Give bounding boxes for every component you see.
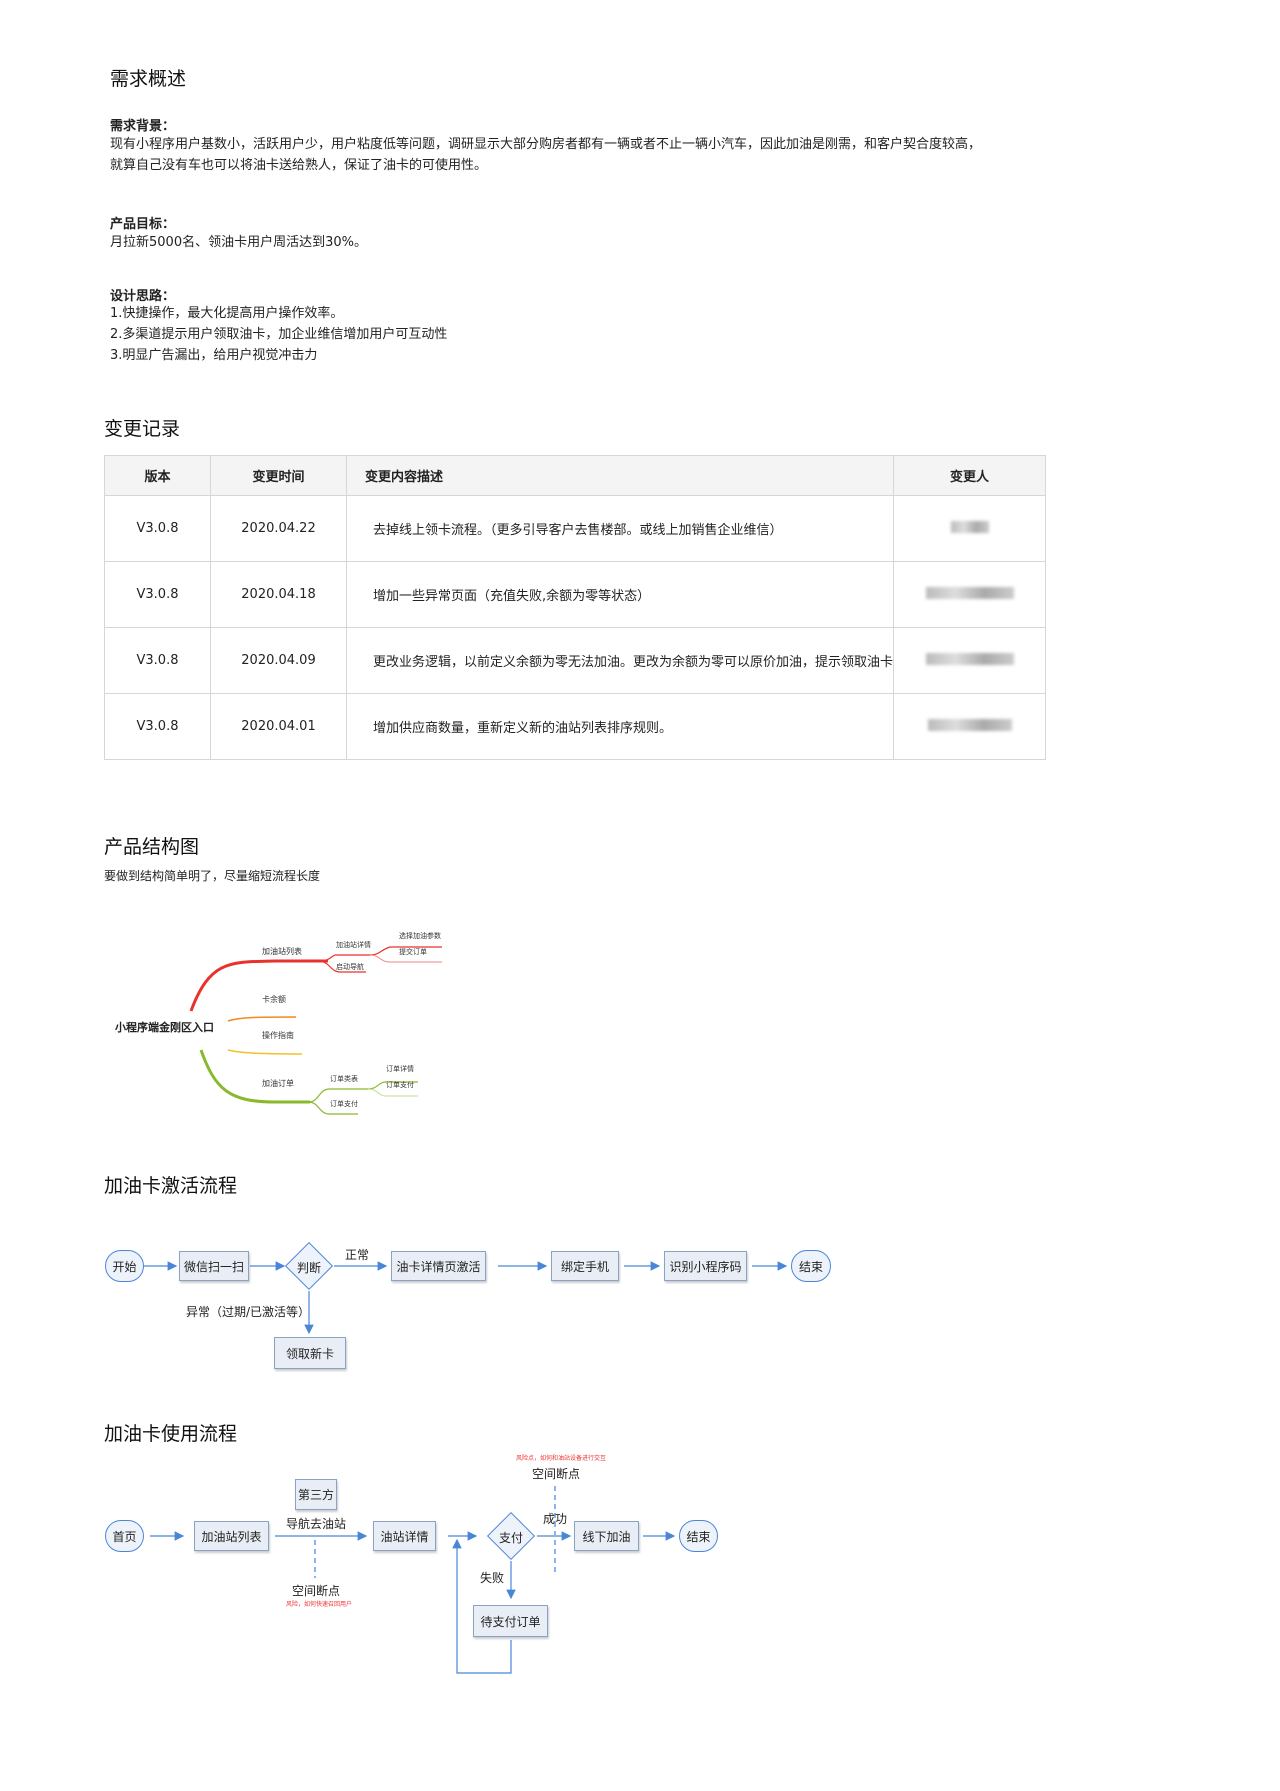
mind-map-node: 加油站列表	[262, 947, 302, 956]
table-header: 版本 变更时间 变更内容描述 变更人	[104, 455, 1046, 496]
flow-home: 首页	[105, 1520, 144, 1552]
goal-text: 月拉新5000名、领油卡用户周活达到30%。	[110, 235, 367, 250]
flow-label-success: 成功	[543, 1512, 568, 1526]
background-label: 需求背景：	[110, 119, 176, 134]
cell-version: V3.0.8	[104, 495, 211, 562]
cell-desc: 增加供应商数量，重新定义新的油站列表排序规则。	[346, 693, 894, 760]
flow-label-nav: 导航去油站	[286, 1517, 347, 1531]
background-line-2: 就算自己没有车也可以将油卡送给熟人，保证了油卡的可使用性。	[110, 158, 488, 173]
flow-decision-label: 判断	[296, 1261, 321, 1275]
mind-map-node: 订单支付	[386, 1081, 414, 1089]
mind-map-node: 卡余额	[262, 995, 286, 1004]
flow-node-activate: 油卡详情页激活	[391, 1251, 486, 1281]
cell-version: V3.0.8	[104, 693, 211, 760]
flow-node-detail: 油站详情	[373, 1521, 436, 1551]
activation-title: 加油卡激活流程	[104, 1175, 238, 1197]
design-item-1: 1.快捷操作，最大化提高用户操作效率。	[110, 306, 344, 321]
flow-node-bind: 绑定手机	[551, 1251, 619, 1281]
cell-author	[893, 495, 1046, 562]
cell-desc: 去掉线上领卡流程。（更多引导客户去售楼部。或线上加销售企业维信）	[346, 495, 894, 562]
flow-label-normal: 正常	[345, 1248, 370, 1262]
mind-map-node: 操作指南	[262, 1031, 294, 1040]
flow-node-scan: 微信扫一扫	[179, 1251, 249, 1281]
mind-map-node: 加油站详情	[336, 941, 371, 949]
flow-end-2: 结束	[679, 1520, 718, 1552]
risk-note-2: 风险点，如何和油站设备进行交互	[516, 1455, 607, 1462]
cell-author	[893, 693, 1046, 760]
flow-label-break1: 空间断点	[292, 1584, 341, 1598]
flow-node-third: 第三方	[295, 1479, 337, 1510]
cell-version: V3.0.8	[104, 561, 211, 628]
cell-author	[893, 561, 1046, 628]
mind-map-node: 启动导航	[336, 963, 364, 971]
cell-date: 2020.04.09	[210, 627, 347, 694]
flow-node-recognize: 识别小程序码	[664, 1251, 747, 1281]
mind-map-node: 选择加油参数	[399, 932, 441, 940]
flow-decision-label: 支付	[498, 1531, 523, 1545]
goal-label: 产品目标：	[110, 217, 176, 232]
risk-note-1: 风险，如何快速召回用户	[286, 1601, 353, 1608]
flow-label-break2: 空间断点	[532, 1467, 581, 1481]
flow-node-newcard: 领取新卡	[274, 1337, 346, 1369]
flow-node-list: 加油站列表	[194, 1521, 269, 1551]
usage-title: 加油卡使用流程	[104, 1423, 238, 1445]
mind-map-root: 小程序端金刚区入口	[115, 1021, 214, 1034]
changelog-title: 变更记录	[104, 418, 181, 440]
flow-start: 开始	[105, 1250, 144, 1282]
mind-map-node: 加油订单	[262, 1079, 294, 1088]
flow-arrows	[144, 1261, 788, 1674]
design-label: 设计思路：	[110, 289, 176, 304]
mind-map-branches	[189, 946, 442, 1115]
mind-map-node: 订单类表	[330, 1075, 358, 1083]
flow-label-fail: 失败	[480, 1571, 505, 1585]
background-line-1: 现有小程序用户基数小，活跃用户少，用户粘度低等问题，调研显示大部分购房者都有一辆…	[110, 137, 982, 152]
header-date: 变更时间	[210, 455, 347, 496]
structure-title: 产品结构图	[104, 836, 200, 858]
header-author: 变更人	[893, 455, 1046, 496]
cell-date: 2020.04.01	[210, 693, 347, 760]
header-version: 版本	[104, 455, 211, 496]
mind-map-node: 提交订单	[399, 948, 427, 956]
flow-label-abnormal: 异常（过期/已激活等）	[186, 1305, 311, 1319]
overview-title: 需求概述	[110, 68, 187, 90]
cell-date: 2020.04.18	[210, 561, 347, 628]
cell-desc: 更改业务逻辑，以前定义余额为零无法加油。更改为余额为零可以原价加油，提示领取油卡	[346, 627, 894, 694]
structure-subtitle: 要做到结构简单明了，尽量缩短流程长度	[104, 869, 321, 883]
design-item-3: 3.明显广告漏出，给用户视觉冲击力	[110, 348, 318, 363]
flow-end: 结束	[791, 1250, 831, 1282]
flow-node-pending: 待支付订单	[473, 1605, 548, 1637]
header-desc: 变更内容描述	[346, 455, 894, 496]
design-item-2: 2.多渠道提示用户领取油卡，加企业维信增加用户可互动性	[110, 327, 448, 342]
cell-desc: 增加一些异常页面（充值失败,余额为零等状态）	[346, 561, 894, 628]
mind-map-node: 订单支付	[330, 1100, 358, 1108]
mind-map-node: 订单详情	[386, 1065, 414, 1073]
flow-node-offline: 线下加油	[574, 1521, 639, 1551]
